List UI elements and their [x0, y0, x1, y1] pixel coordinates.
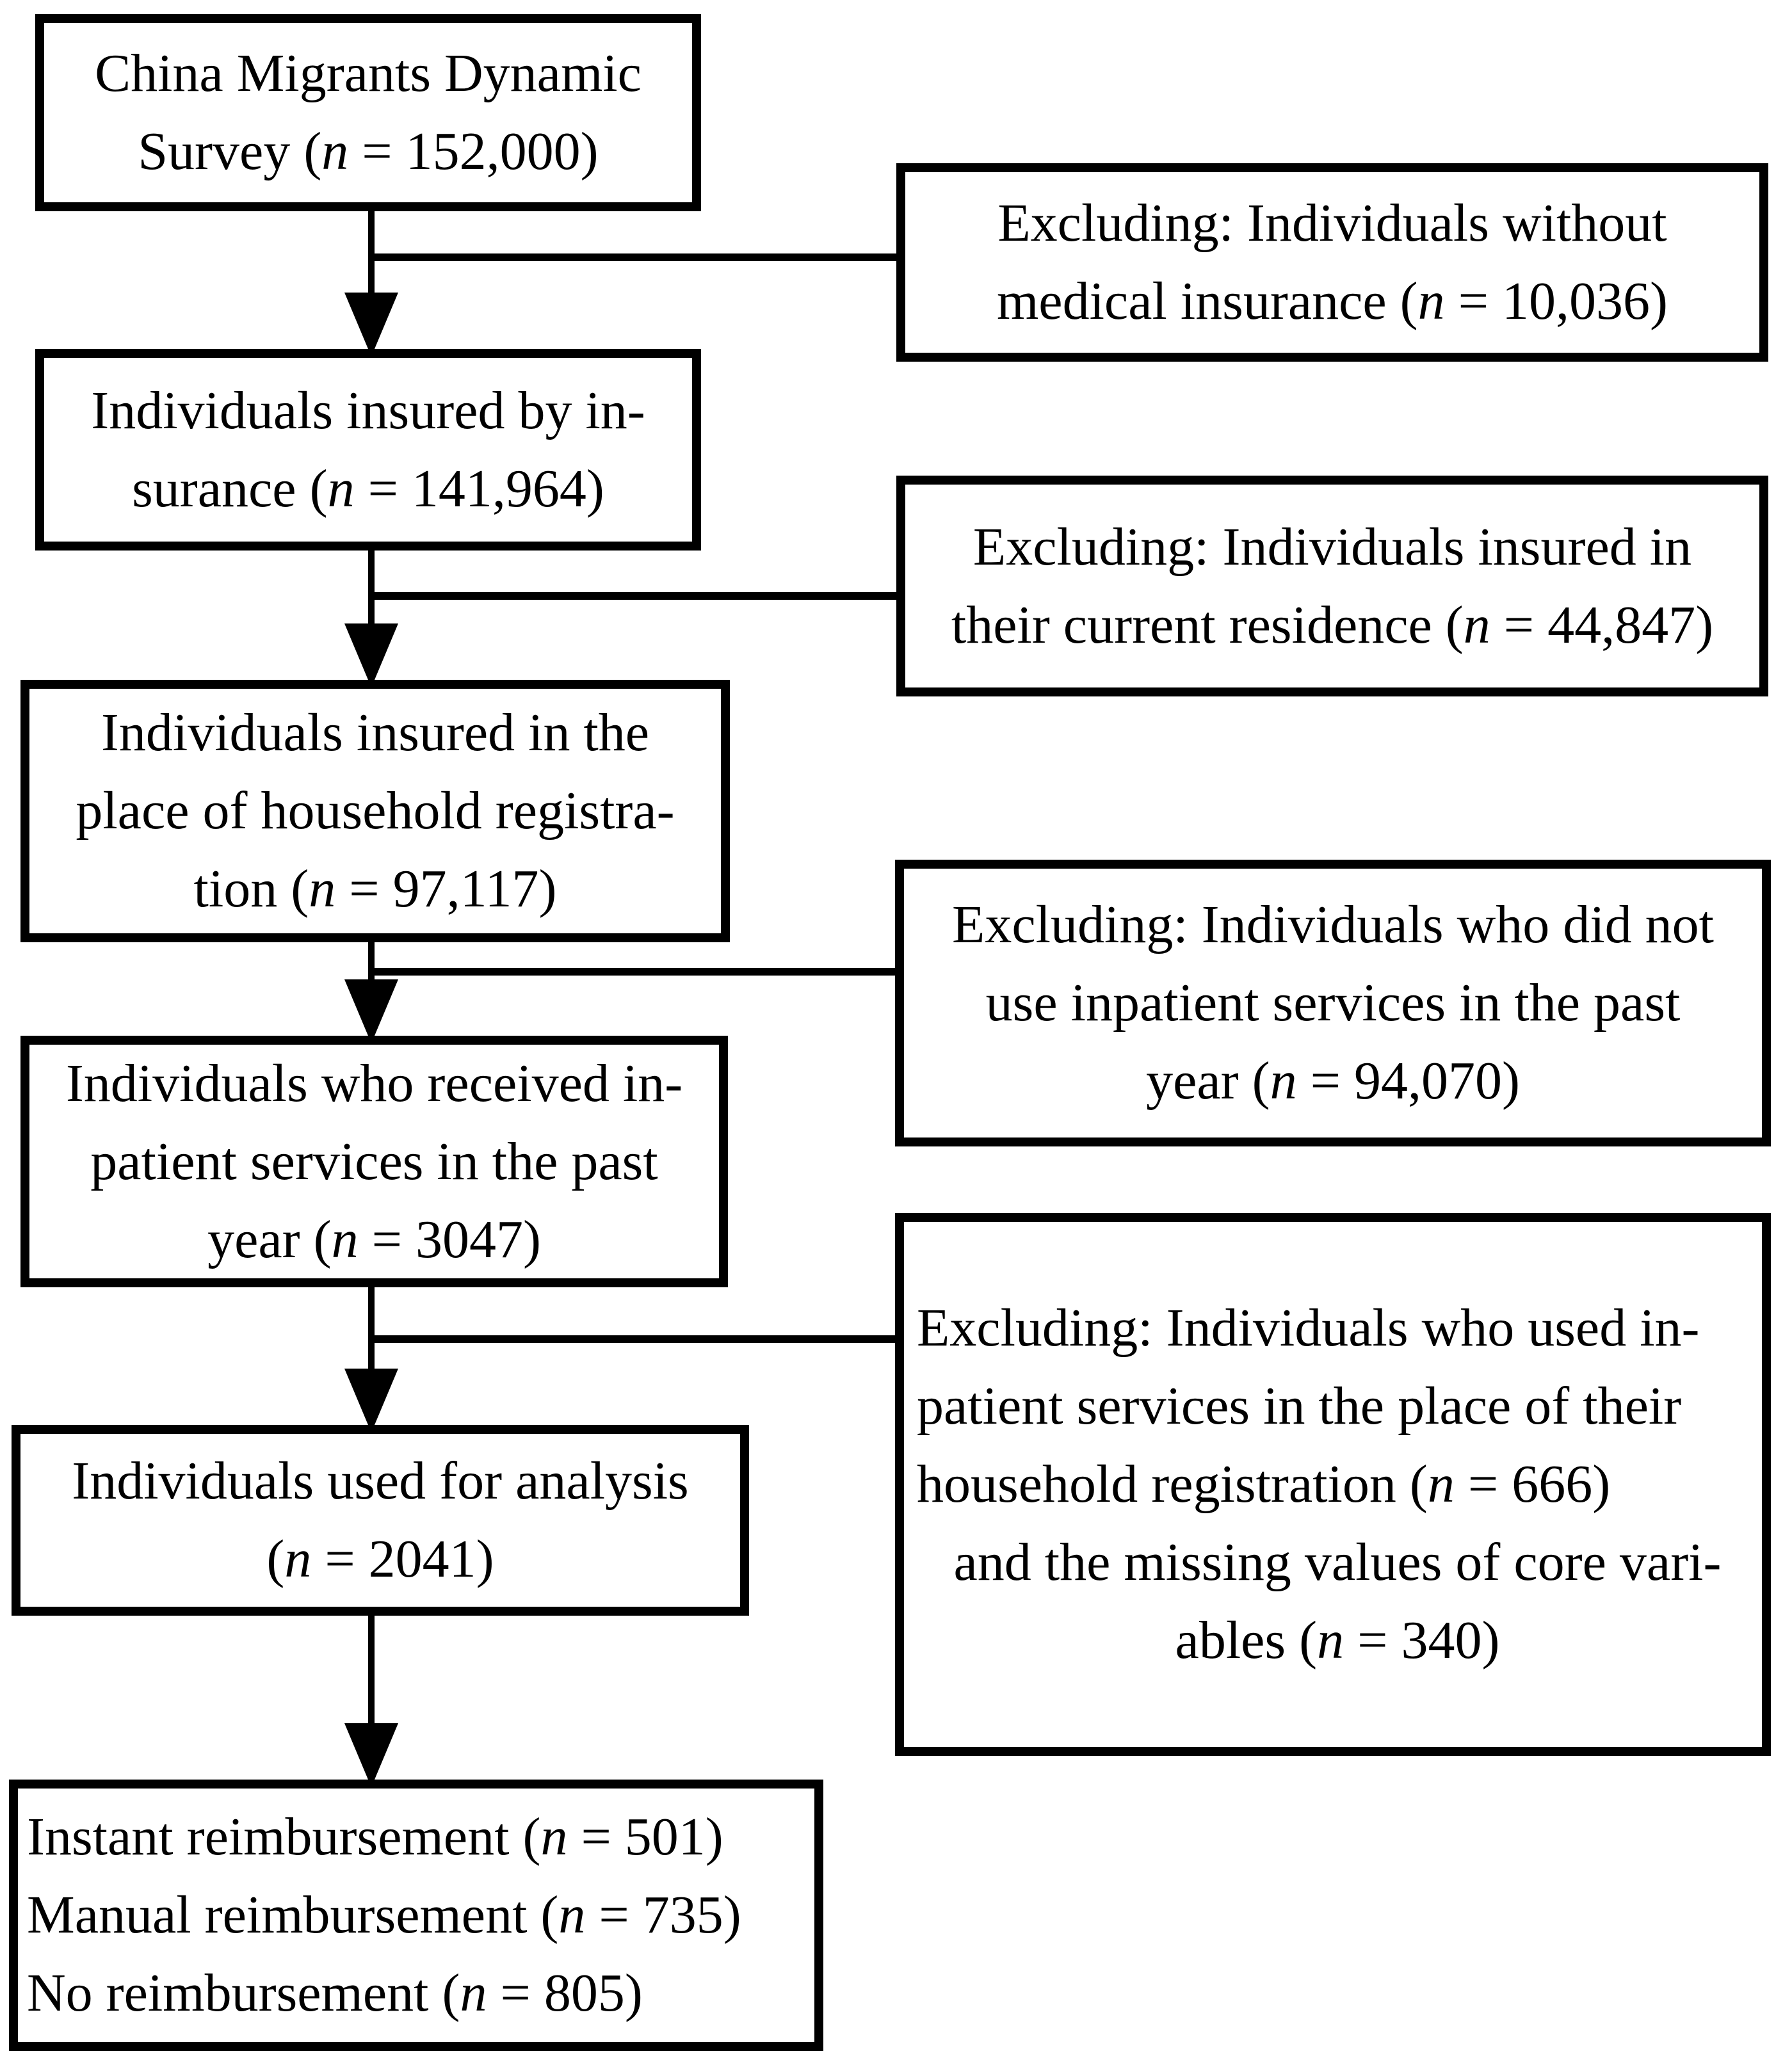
arrow-down-icon — [344, 1723, 398, 1787]
text-line: Excluding: Individuals who used in- — [917, 1298, 1700, 1358]
text-line: (n = 2041) — [266, 1529, 494, 1589]
flow-box-insured-household-registration: Individuals insured in the place of hous… — [20, 680, 730, 942]
exclusion-box-without-medical-insurance: Excluding: Individuals without medical i… — [896, 163, 1768, 362]
exclusion-box-no-inpatient-services: Excluding: Individuals who did not use i… — [895, 860, 1771, 1146]
text-line: Individuals who received in- — [65, 1053, 683, 1113]
flow-box-received-inpatient: Individuals who received in- patient ser… — [20, 1036, 728, 1287]
text-line: Manual reimbursement (n = 735) — [27, 1885, 741, 1945]
text-line: medical insurance (n = 10,036) — [996, 271, 1668, 331]
exclusion-branch-line — [368, 968, 895, 976]
text-line: Excluding: Individuals without — [997, 193, 1667, 253]
text-line: Survey (n = 152,000) — [138, 122, 599, 181]
text-line: Individuals used for analysis — [72, 1451, 689, 1511]
text-line: patient services in the past — [90, 1131, 658, 1191]
exclusion-branch-line — [368, 253, 896, 261]
exclusion-box-used-local-inpatient-and-missing: Excluding: Individuals who used in- pati… — [895, 1213, 1771, 1756]
text-line: and the missing values of core vari- — [953, 1532, 1722, 1592]
exclusion-branch-line — [368, 1335, 895, 1343]
arrow-down-icon — [344, 623, 398, 687]
text-line: patient services in the place of their — [917, 1376, 1682, 1436]
flow-box-used-for-analysis: Individuals used for analysis (n = 2041) — [12, 1425, 749, 1616]
arrow-down-icon — [344, 979, 398, 1043]
text-line: household registration (n = 666) — [917, 1454, 1611, 1514]
text-line: use inpatient services in the past — [985, 973, 1681, 1033]
text-line: place of household registra- — [76, 781, 675, 840]
flow-box-reimbursement-outcome: Instant reimbursement (n = 501) Manual r… — [9, 1780, 823, 2051]
text-line: tion (n = 97,117) — [193, 859, 557, 919]
text-line: their current residence (n = 44,847) — [951, 595, 1714, 655]
arrow-connector-line — [368, 1286, 375, 1376]
text-line: Excluding: Individuals who did not — [952, 895, 1714, 954]
text-line: No reimbursement (n = 805) — [27, 1963, 643, 2023]
arrow-connector-line — [368, 549, 375, 631]
text-line: year (n = 94,070) — [1146, 1051, 1520, 1111]
exclusion-branch-line — [368, 592, 896, 600]
flow-box-insured: Individuals insured by in- surance (n = … — [35, 349, 701, 551]
arrow-connector-line — [368, 1614, 375, 1728]
text-line: year (n = 3047) — [207, 1209, 541, 1269]
text-line: Instant reimbursement (n = 501) — [27, 1807, 723, 1867]
arrow-down-icon — [344, 1369, 398, 1433]
text-line: Excluding: Individuals insured in — [973, 517, 1692, 577]
text-line: Individuals insured in the — [101, 703, 650, 762]
arrow-connector-line — [368, 941, 375, 986]
flow-box-survey: China Migrants Dynamic Survey (n = 152,0… — [35, 14, 701, 211]
text-line: ables (n = 340) — [1175, 1611, 1500, 1670]
text-line: China Migrants Dynamic — [95, 44, 642, 103]
text-line: surance (n = 141,964) — [132, 458, 604, 519]
exclusion-box-insured-current-residence: Excluding: Individuals insured in their … — [896, 476, 1768, 696]
text-line: Individuals insured by in- — [91, 380, 645, 440]
arrow-down-icon — [344, 293, 398, 357]
